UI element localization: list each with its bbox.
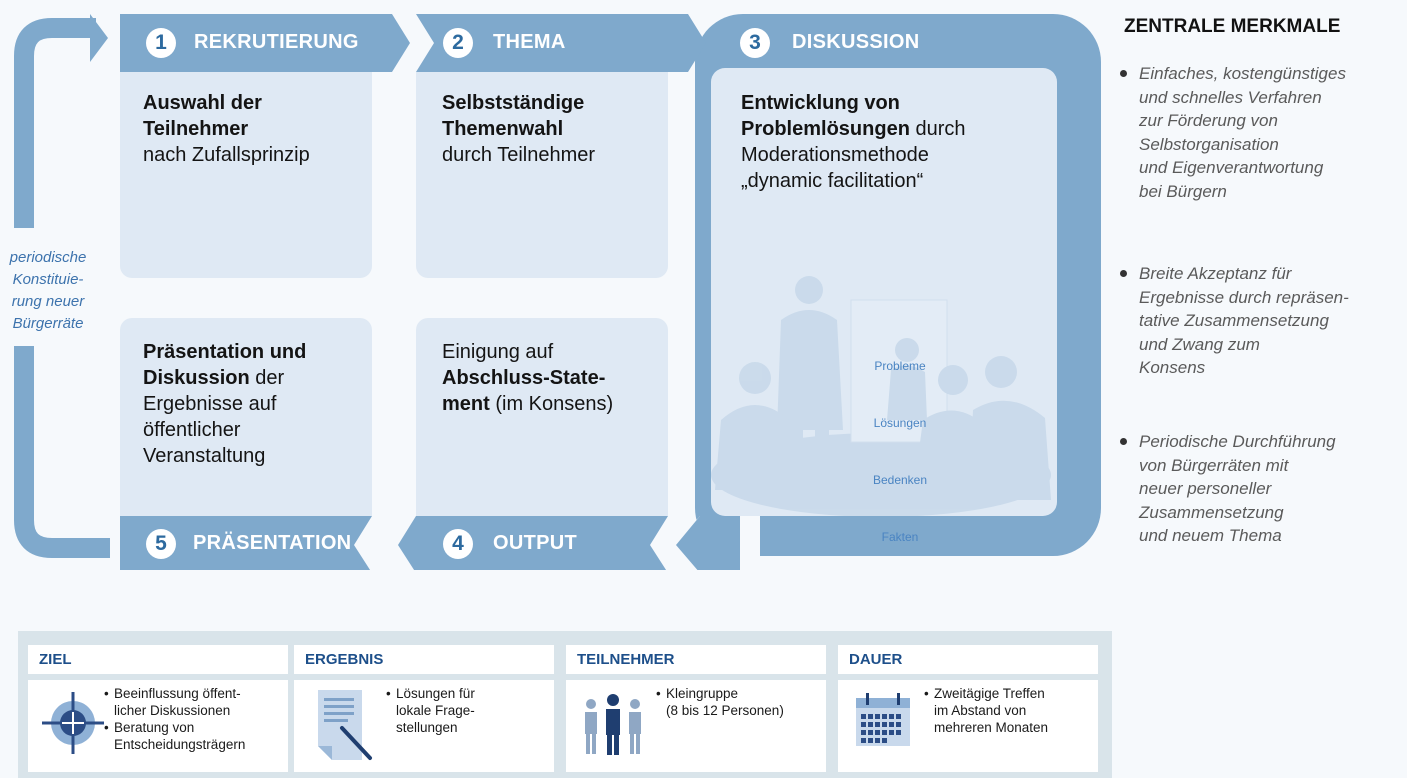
info-box-duration-body: •Zweitägige Treffen im Abstand von mehre…: [838, 680, 1098, 772]
recruit-card-text: Auswahl der Teilnehmer nach Zufallsprinz…: [143, 90, 363, 168]
discussion-bold-1: Entwicklung von: [741, 92, 900, 114]
presentation-bold-2: Diskussion: [143, 367, 250, 389]
cycle-note: periodische Konstituie- rung neuer Bürge…: [9, 249, 87, 332]
info-box-goal-title: ZIEL: [39, 651, 72, 668]
feature-item-1-text: Einfaches, kostengünstiges und schnelles…: [1139, 64, 1346, 201]
flipchart-line-3: Bedenken: [872, 473, 928, 487]
recruit-card-normal: nach Zufallsprinzip: [143, 144, 310, 166]
output-bold-2: ment: [442, 393, 490, 415]
theme-card-bold: Selbstständige Themenwahl: [442, 92, 585, 140]
discussion-normal-3: „dynamic facilitation“: [741, 170, 924, 192]
presentation-card: [120, 318, 372, 516]
bullet-dot: [1120, 70, 1127, 77]
info-box-duration-title: DAUER: [849, 651, 903, 668]
presentation-card-text: Präsentation und Diskussion der Ergebnis…: [143, 339, 363, 469]
presentation-bold-1: Präsentation und: [143, 341, 307, 363]
discussion-normal-2: Moderationsmethode: [741, 144, 929, 166]
step-3-label: DISKUSSION: [792, 31, 920, 53]
recruit-card-bold: Auswahl der Teilnehmer: [143, 92, 262, 140]
output-card-text: Einigung auf Abschluss-State- ment (im K…: [442, 339, 657, 417]
info-box-result-title: ERGEBNIS: [305, 651, 384, 668]
flipchart-line-2: Lösungen: [873, 416, 927, 430]
bullet-dot: [1120, 270, 1127, 277]
theme-card-text: Selbstständige Themenwahl durch Teilnehm…: [442, 90, 642, 168]
info-box-goal: ZIEL •Beeinflussung öffent- licher Disku…: [28, 645, 288, 777]
info-box-result-header: ERGEBNIS: [294, 645, 554, 674]
info-box-participants: TEILNEHMER •Kleingruppe (8 bis 12 Person…: [566, 645, 826, 777]
presentation-normal-2: Ergebnisse auf: [143, 393, 277, 415]
info-panel: ZIEL •Beeinflussung öffent- licher Disku…: [18, 631, 1112, 778]
step-4-number: 4: [443, 529, 473, 559]
target-icon: [42, 692, 104, 754]
presentation-normal-1: der: [249, 367, 285, 389]
people-group-icon: [585, 694, 641, 755]
bullet-dot: [1120, 438, 1127, 445]
step-5-label: PRÄSENTATION: [193, 532, 352, 554]
step-4-label: OUTPUT: [493, 532, 578, 554]
info-box-participants-title: TEILNEHMER: [577, 651, 675, 668]
discussion-normal-1: durch: [909, 118, 966, 140]
flipchart-text: Probleme Lösungen Bedenken Fakten: [862, 319, 938, 566]
info-box-duration-header: DAUER: [838, 645, 1098, 674]
info-box-result-body: •Lösungen für lokale Frage- stellungen: [294, 680, 554, 772]
flipchart-line-1: Probleme: [874, 359, 926, 373]
info-box-participants-body: •Kleingruppe (8 bis 12 Personen): [566, 680, 826, 772]
info-box-goal-body: •Beeinflussung öffent- licher Diskussion…: [28, 680, 288, 772]
info-box-duration: DAUER •Zweitägige Treffen im Abstand von…: [838, 645, 1098, 777]
step-1-number: 1: [146, 28, 176, 58]
output-normal-1: Einigung auf: [442, 341, 554, 363]
output-card: [416, 318, 668, 516]
meeting-illustration: [711, 276, 1051, 516]
info-box-participants-header: TEILNEHMER: [566, 645, 826, 674]
step-3-number: 3: [740, 28, 770, 58]
step-2-label: THEMA: [493, 31, 566, 53]
document-pen-icon: [318, 690, 372, 760]
recruit-card: [120, 72, 372, 278]
discussion-card-text: Entwicklung von Problemlösungen durch Mo…: [741, 90, 1041, 194]
output-bold-1: Abschluss-State-: [442, 367, 606, 389]
calendar-icon: [856, 693, 910, 746]
info-box-result: ERGEBNIS •Lösungen für lokale Frage- ste…: [294, 645, 554, 777]
presentation-normal-3: öffentlicher: [143, 419, 241, 441]
theme-card-normal: durch Teilnehmer: [442, 144, 596, 166]
presentation-normal-4: Veranstaltung: [143, 445, 266, 467]
info-box-goal-header: ZIEL: [28, 645, 288, 674]
step-1-label: REKRUTIERUNG: [194, 31, 359, 53]
theme-card: [416, 72, 668, 278]
features-title: ZENTRALE MERKMALE: [1124, 16, 1341, 37]
output-normal-2: (im Konsens): [489, 393, 614, 415]
feature-item-3-text: Periodische Durchführung von Bürgerräten…: [1139, 432, 1336, 545]
step-2-number: 2: [443, 28, 473, 58]
flipchart-line-4: Fakten: [881, 530, 919, 544]
step-5-number: 5: [146, 529, 176, 559]
discussion-bold-2: Problemlösungen: [741, 118, 910, 140]
feature-item-2-text: Breite Akzeptanz für Ergebnisse durch re…: [1139, 264, 1349, 377]
